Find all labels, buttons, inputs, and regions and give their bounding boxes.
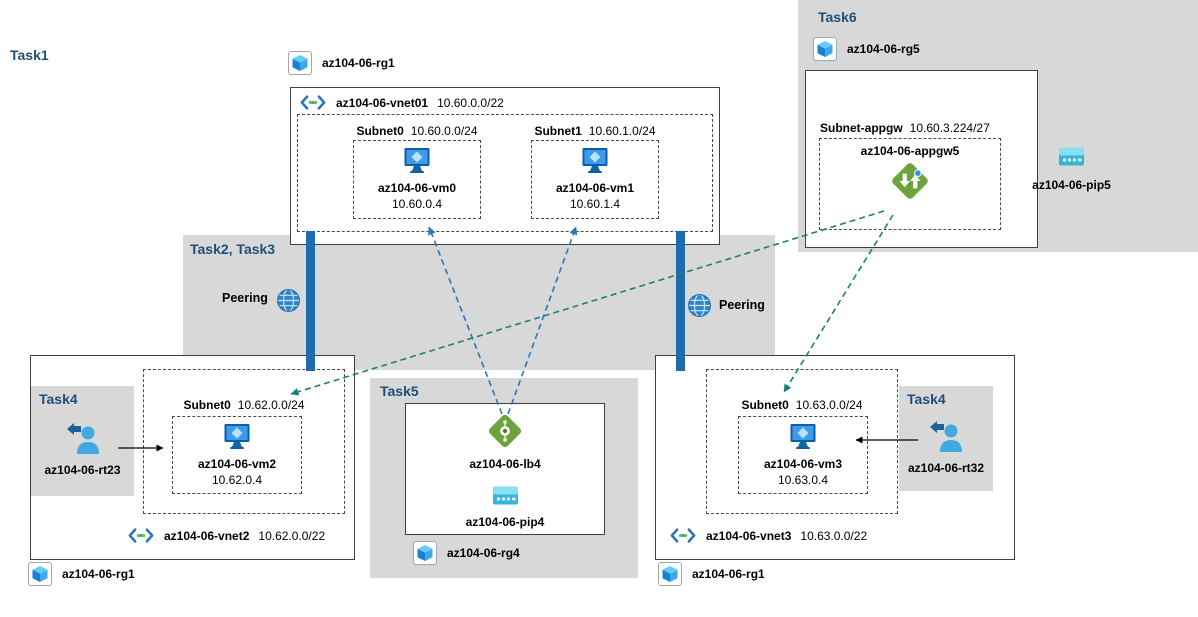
vm3-ip: 10.63.0.4: [777, 473, 829, 487]
subnet-appgw-label: Subnet-appgw 10.60.3.224/27: [820, 121, 990, 135]
vnet01-header: az104-06-vnet01 10.60.0.0/22: [299, 94, 504, 111]
peering-right-label: Peering: [719, 298, 765, 312]
resource-group-icon: [658, 562, 682, 586]
vnet2-subnet0-name: Subnet0: [183, 398, 231, 412]
task6-label: Task6: [818, 9, 857, 25]
resource-group-icon: [28, 562, 52, 586]
peering-bar-right: [676, 231, 685, 371]
vnet3-row: az104-06-vnet3 10.63.0.0/22: [669, 527, 867, 544]
route-user-icon: [930, 421, 962, 452]
lb4-label: az104-06-lb4: [469, 457, 541, 471]
vnet2-subnet0-cidr: 10.62.0.0/24: [237, 398, 305, 412]
vm2-card: az104-06-vm2 10.62.0.4: [172, 416, 302, 494]
vm0-card: az104-06-vm0 10.60.0.4: [353, 140, 481, 219]
vnet01-cidr: 10.60.0.0/22: [437, 95, 504, 110]
vnet3-subnet0-cidr: 10.63.0.0/24: [795, 398, 863, 412]
rg4-row: az104-06-rg4: [413, 541, 520, 565]
task4-left-patch: Task4 az104-06-rt23: [31, 386, 134, 496]
vnet3-subnet0-label: Subnet0 10.63.0.0/24: [707, 398, 897, 412]
lb4-box: az104-06-lb4 az104-06-pip4: [405, 403, 605, 535]
top-rg-label: az104-06-rg1: [322, 56, 395, 70]
rg1-right-label: az104-06-rg1: [692, 567, 765, 581]
subnet1-cidr: 10.60.1.0/24: [588, 124, 656, 138]
app-gateway-icon: [892, 163, 928, 199]
vnet01-box: az104-06-vnet01 10.60.0.0/22 Subnet0 10.…: [290, 87, 720, 245]
task4-right-label: Task4: [907, 391, 946, 407]
rg1-left-label: az104-06-rg1: [62, 567, 135, 581]
vnet2-row: az104-06-vnet2 10.62.0.0/22: [127, 527, 325, 544]
task4-right-patch: Task4 az104-06-rt32: [899, 386, 993, 491]
load-balancer-icon: [488, 414, 522, 448]
resource-group-icon: [288, 51, 312, 75]
rg4-label: az104-06-rg4: [447, 546, 520, 560]
vnet3-box: Subnet0 10.63.0.0/24 az104-06-vm3 10.63.…: [655, 355, 1015, 560]
resource-group-icon: [813, 37, 837, 61]
vnet3-cidr: 10.63.0.0/22: [800, 528, 868, 543]
pip5-block: az104-06-pip5: [1014, 146, 1129, 192]
subnet-appgw-cidr: 10.60.3.224/27: [909, 121, 990, 135]
pip5-label: az104-06-pip5: [1032, 178, 1111, 192]
vm1-card: az104-06-vm1 10.60.1.4: [531, 140, 659, 219]
pip4-label: az104-06-pip4: [465, 515, 545, 529]
vm3-card: az104-06-vm3 10.63.0.4: [738, 416, 868, 494]
subnet0-name: Subnet0: [356, 124, 404, 138]
peering-left-label: Peering: [222, 291, 268, 305]
task5-label: Task5: [380, 383, 419, 399]
vnet-icon: [128, 528, 154, 543]
vnet01-name: az104-06-vnet01: [336, 95, 429, 110]
subnet0-label: Subnet0 10.60.0.0/24: [353, 124, 481, 138]
subnet-appgw-card: az104-06-appgw5: [819, 138, 1001, 230]
rt23-label: az104-06-rt23: [44, 463, 121, 477]
rg1-right-row: az104-06-rg1: [658, 562, 765, 586]
peering-globe-icon: [277, 288, 300, 313]
rt32-label: az104-06-rt32: [907, 461, 985, 475]
vnet2-box: Task4 az104-06-rt23 Subnet0 10.62.0.0/24: [30, 355, 355, 560]
rg5-row: az104-06-rg5: [813, 37, 920, 61]
public-ip-icon: [1059, 147, 1084, 166]
subnet-appgw-name: Subnet-appgw: [820, 121, 903, 135]
top-rg-row: az104-06-rg1: [288, 51, 395, 75]
task2-task3-label: Task2, Task3: [190, 241, 276, 257]
vm0-name: az104-06-vm0: [377, 181, 457, 195]
vnet3-subnet0-name: Subnet0: [741, 398, 789, 412]
vm0-ip: 10.60.0.4: [391, 197, 443, 211]
vnet3-subnet0-box: Subnet0 10.63.0.0/24 az104-06-vm3 10.63.…: [706, 369, 898, 514]
rg5-label: az104-06-rg5: [847, 42, 920, 56]
vm2-name: az104-06-vm2: [197, 457, 277, 471]
appgw-box: Subnet-appgw 10.60.3.224/27 az104-06-app…: [805, 70, 1038, 248]
vnet-icon: [670, 528, 696, 543]
vm-icon: [790, 424, 816, 449]
vnet2-cidr: 10.62.0.0/22: [258, 528, 326, 543]
vm1-name: az104-06-vm1: [555, 181, 635, 195]
vm-icon: [224, 424, 250, 449]
vm-icon: [404, 148, 430, 173]
vm3-name: az104-06-vm3: [763, 457, 843, 471]
rg1-left-row: az104-06-rg1: [28, 562, 135, 586]
task4-left-label: Task4: [39, 391, 78, 407]
subnet1-label: Subnet1 10.60.1.0/24: [531, 124, 659, 138]
vm2-ip: 10.62.0.4: [211, 473, 263, 487]
route-user-icon: [66, 423, 99, 454]
vnet2-subnet0-box: Subnet0 10.62.0.0/24 az104-06-vm2 10.62.…: [143, 369, 345, 514]
resource-group-icon: [413, 541, 437, 565]
subnet0-cidr: 10.60.0.0/24: [410, 124, 478, 138]
subnet1-name: Subnet1: [534, 124, 582, 138]
appgw-name: az104-06-appgw5: [860, 144, 960, 158]
vnet2-name: az104-06-vnet2: [164, 528, 250, 543]
vm1-ip: 10.60.1.4: [569, 197, 621, 211]
vnet2-subnet0-label: Subnet0 10.62.0.0/24: [144, 398, 344, 412]
public-ip-icon: [492, 486, 518, 505]
vm-icon: [582, 148, 608, 173]
peering-globe-icon: [688, 293, 711, 318]
vnet-icon: [300, 95, 326, 110]
vnet3-name: az104-06-vnet3: [706, 528, 792, 543]
peering-bar-left: [306, 231, 315, 371]
task1-label: Task1: [10, 47, 49, 63]
